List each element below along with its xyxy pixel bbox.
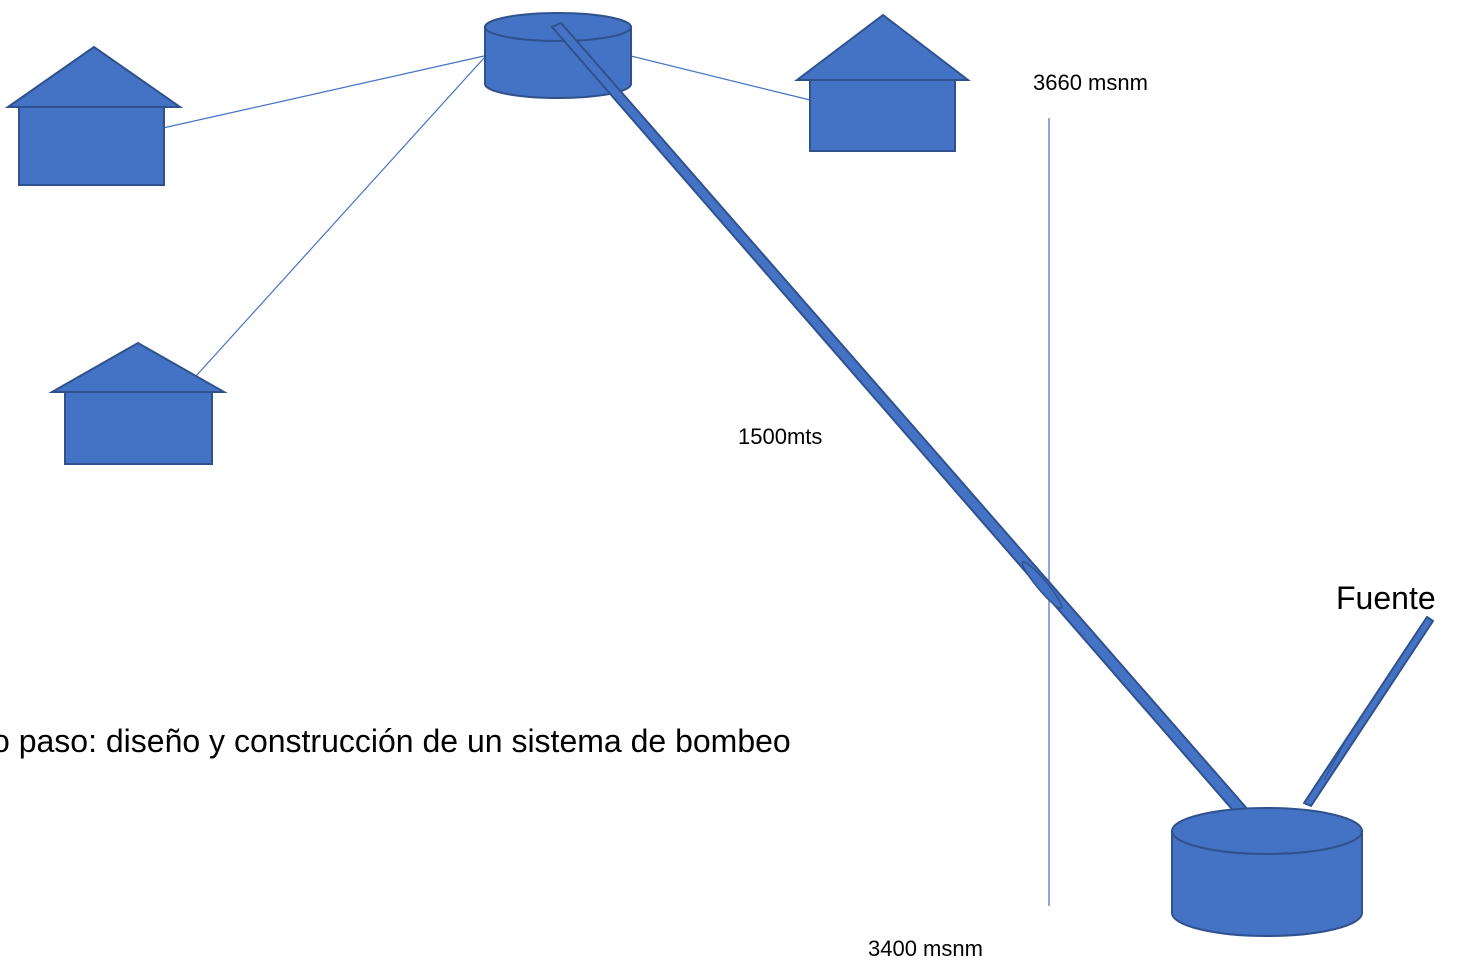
line-tank-to-house-right — [630, 55, 811, 101]
house-icon — [48, 341, 228, 465]
pipe-joint-icon — [1021, 561, 1063, 609]
source-pipe-icon — [1303, 616, 1434, 807]
source-pipe-detail — [1323, 741, 1346, 781]
top-elevation-label: 3660 msnm — [1033, 70, 1148, 95]
house-icon — [4, 45, 184, 186]
house-icon — [794, 13, 971, 152]
distance-label: 1500mts — [738, 424, 822, 449]
bottom-elevation-label: 3400 msnm — [868, 936, 983, 961]
line-tank-to-house-lower — [195, 57, 485, 377]
source-label: Fuente — [1336, 580, 1436, 616]
caption-text: o paso: diseño y construcción de un sist… — [0, 723, 791, 759]
line-tank-to-house-left — [162, 55, 485, 129]
tank-icon — [1171, 807, 1363, 937]
